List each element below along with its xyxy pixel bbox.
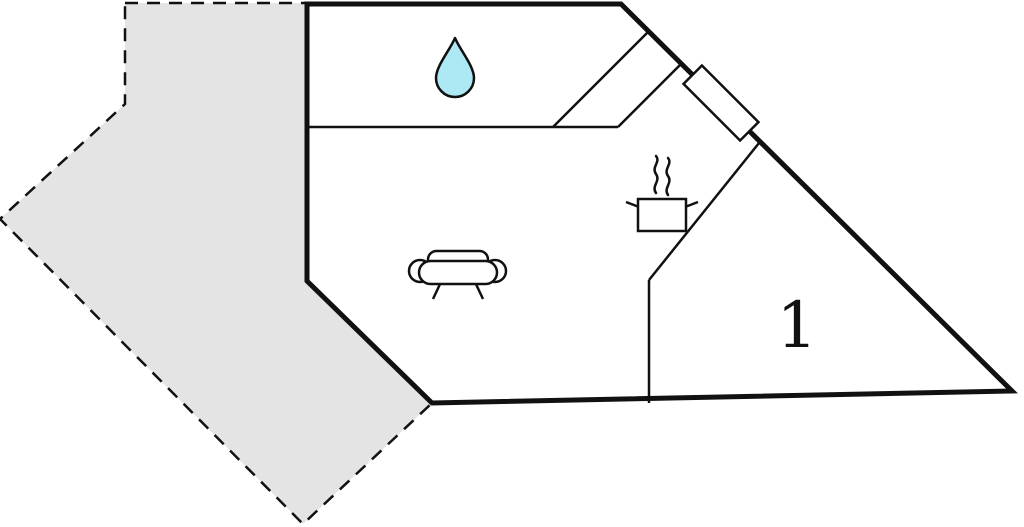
steam-line	[653, 154, 659, 195]
wall-hall-left	[552, 30, 650, 128]
cooking-pot-icon	[625, 154, 699, 233]
pot-body	[636, 197, 688, 233]
wall-hall-right	[617, 63, 682, 128]
sofa-seat	[417, 259, 499, 286]
steam-line	[665, 156, 671, 197]
water-drop-icon	[434, 36, 476, 99]
room-number: 1	[777, 289, 818, 363]
entrance-door	[681, 63, 761, 143]
wall-room1-diagonal	[648, 142, 760, 281]
sofa-icon	[407, 249, 508, 300]
